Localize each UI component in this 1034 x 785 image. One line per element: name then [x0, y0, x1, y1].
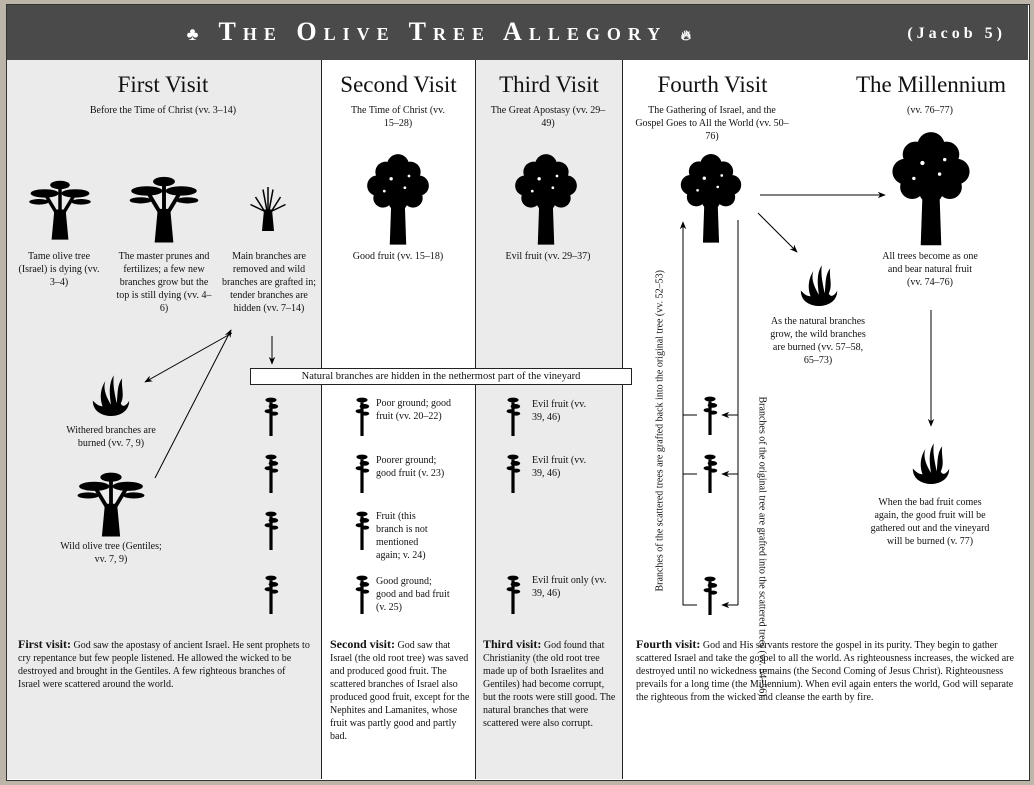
- summary-label: Fourth visit:: [636, 637, 701, 651]
- branch-icon: [355, 397, 370, 436]
- caption-grafted-into: Branches of the original tree are grafte…: [756, 396, 768, 697]
- summary-text: God found that Christianity (the old roo…: [483, 640, 616, 729]
- branch-icon: [506, 397, 521, 436]
- evil-fruit-tree-icon: [515, 154, 577, 245]
- caption-evil-fruit: Evil fruit (vv. 29–37): [505, 251, 591, 262]
- tame-olive-tree-icon: [27, 178, 93, 242]
- caption-branches-grafted: Main branches are removed and wild branc…: [221, 251, 317, 314]
- caption-trees-become-one: All trees become as one and bear natural…: [882, 251, 978, 288]
- branch-caption: Evil fruit only (vv. 39, 46): [532, 575, 607, 599]
- summary-first-visit: First visit: God saw the apostasy of anc…: [18, 638, 310, 691]
- fire-icon: [912, 443, 950, 484]
- branch-icon: [355, 511, 370, 550]
- subtitle-millennium: (vv. 76–77): [906, 105, 953, 116]
- heading-third-visit: Third Visit: [499, 72, 599, 97]
- branch-icon: [703, 576, 718, 615]
- branch-icon: [703, 454, 718, 493]
- summary-label: First visit:: [18, 637, 71, 651]
- summary-text: God saw that Israel (the old root tree) …: [330, 640, 470, 742]
- page-title: ♣ The Olive Tree Allegory 🔥︎: [187, 17, 698, 47]
- branch-icon: [703, 396, 718, 435]
- caption-vineyard-burned: When the bad fruit comes again, the good…: [870, 497, 990, 547]
- summary-label: Third visit:: [483, 637, 542, 651]
- column-second-visit: [322, 60, 476, 779]
- original-tree-icon: [680, 154, 742, 243]
- wild-olive-tree-icon: [75, 470, 147, 538]
- summary-third-visit: Third visit: God found that Christianity…: [483, 638, 619, 730]
- pruned-olive-tree-icon: [127, 174, 201, 245]
- scripture-reference: (Jacob 5): [907, 25, 1006, 42]
- tree-icon: ♣: [186, 24, 206, 44]
- summary-label: Second visit:: [330, 637, 396, 651]
- hidden-branch-icon: [264, 397, 279, 436]
- flame-icon: 🔥︎: [680, 29, 698, 44]
- branch-caption: Good ground; good and bad fruit (v. 25): [376, 576, 450, 613]
- heading-second-visit: Second Visit: [340, 72, 457, 97]
- summary-fourth-visit: Fourth visit: God and His servants resto…: [636, 638, 1020, 704]
- caption-tame-olive-tree: Tame olive tree (Israel) is dying (vv. 3…: [18, 251, 100, 288]
- subtitle-second-visit: The Time of Christ (vv. 15–28): [350, 105, 446, 129]
- header-bar: ♣ The Olive Tree Allegory 🔥︎ (Jacob 5): [7, 5, 1028, 60]
- fire-icon: [800, 265, 838, 306]
- caption-master-prunes: The master prunes and fertilizes; a few …: [116, 251, 212, 314]
- hidden-branch-icon: [264, 511, 279, 550]
- subtitle-fourth-visit: The Gathering of Israel, and the Gospel …: [635, 105, 789, 142]
- heading-fourth-visit: Fourth Visit: [657, 72, 768, 97]
- branch-icon: [506, 575, 521, 614]
- heading-millennium: The Millennium: [855, 72, 1007, 97]
- millennium-tree-icon: [892, 132, 970, 246]
- caption-good-fruit: Good fruit (vv. 15–18): [352, 251, 444, 262]
- branch-icon: [506, 454, 521, 493]
- branch-caption: Evil fruit (vv. 39, 46): [532, 455, 587, 479]
- fire-icon: [92, 375, 130, 416]
- heading-first-visit: First Visit: [117, 72, 209, 97]
- hidden-branch-icon: [264, 575, 279, 614]
- caption-withered-branches: Withered branches are burned (vv. 7, 9): [66, 425, 156, 449]
- branch-icon: [355, 575, 370, 614]
- banner-natural-branches-hidden: Natural branches are hidden in the nethe…: [250, 368, 632, 385]
- good-fruit-tree-icon: [367, 154, 429, 245]
- subtitle-first-visit: Before the Time of Christ (vv. 3–14): [89, 105, 237, 116]
- branch-caption: Poor ground; good fruit (vv. 20–22): [376, 398, 451, 422]
- branch-icon: [355, 454, 370, 493]
- caption-grafted-back: Branches of the scattered trees are graf…: [654, 270, 666, 592]
- caption-wild-olive-tree: Wild olive tree (Gentiles; vv. 7, 9): [60, 541, 162, 565]
- title-text: The Olive Tree Allegory: [218, 17, 668, 46]
- branch-caption: Poorer ground; good fruit (v. 23): [376, 455, 445, 479]
- subtitle-third-visit: The Great Apostasy (vv. 29–49): [490, 105, 606, 129]
- summary-second-visit: Second visit: God saw that Israel (the o…: [330, 638, 472, 743]
- summary-text: God saw the apostasy of ancient Israel. …: [18, 640, 310, 690]
- bare-tree-icon: [249, 185, 287, 233]
- branch-caption: Evil fruit (vv. 39, 46): [532, 399, 587, 423]
- branch-caption: Fruit (this branch is not mentioned agai…: [376, 511, 428, 561]
- caption-wild-branches-burned: As the natural branches grow, the wild b…: [770, 316, 866, 366]
- summary-text: God and His servants restore the gospel …: [636, 640, 1014, 703]
- hidden-branch-icon: [264, 454, 279, 493]
